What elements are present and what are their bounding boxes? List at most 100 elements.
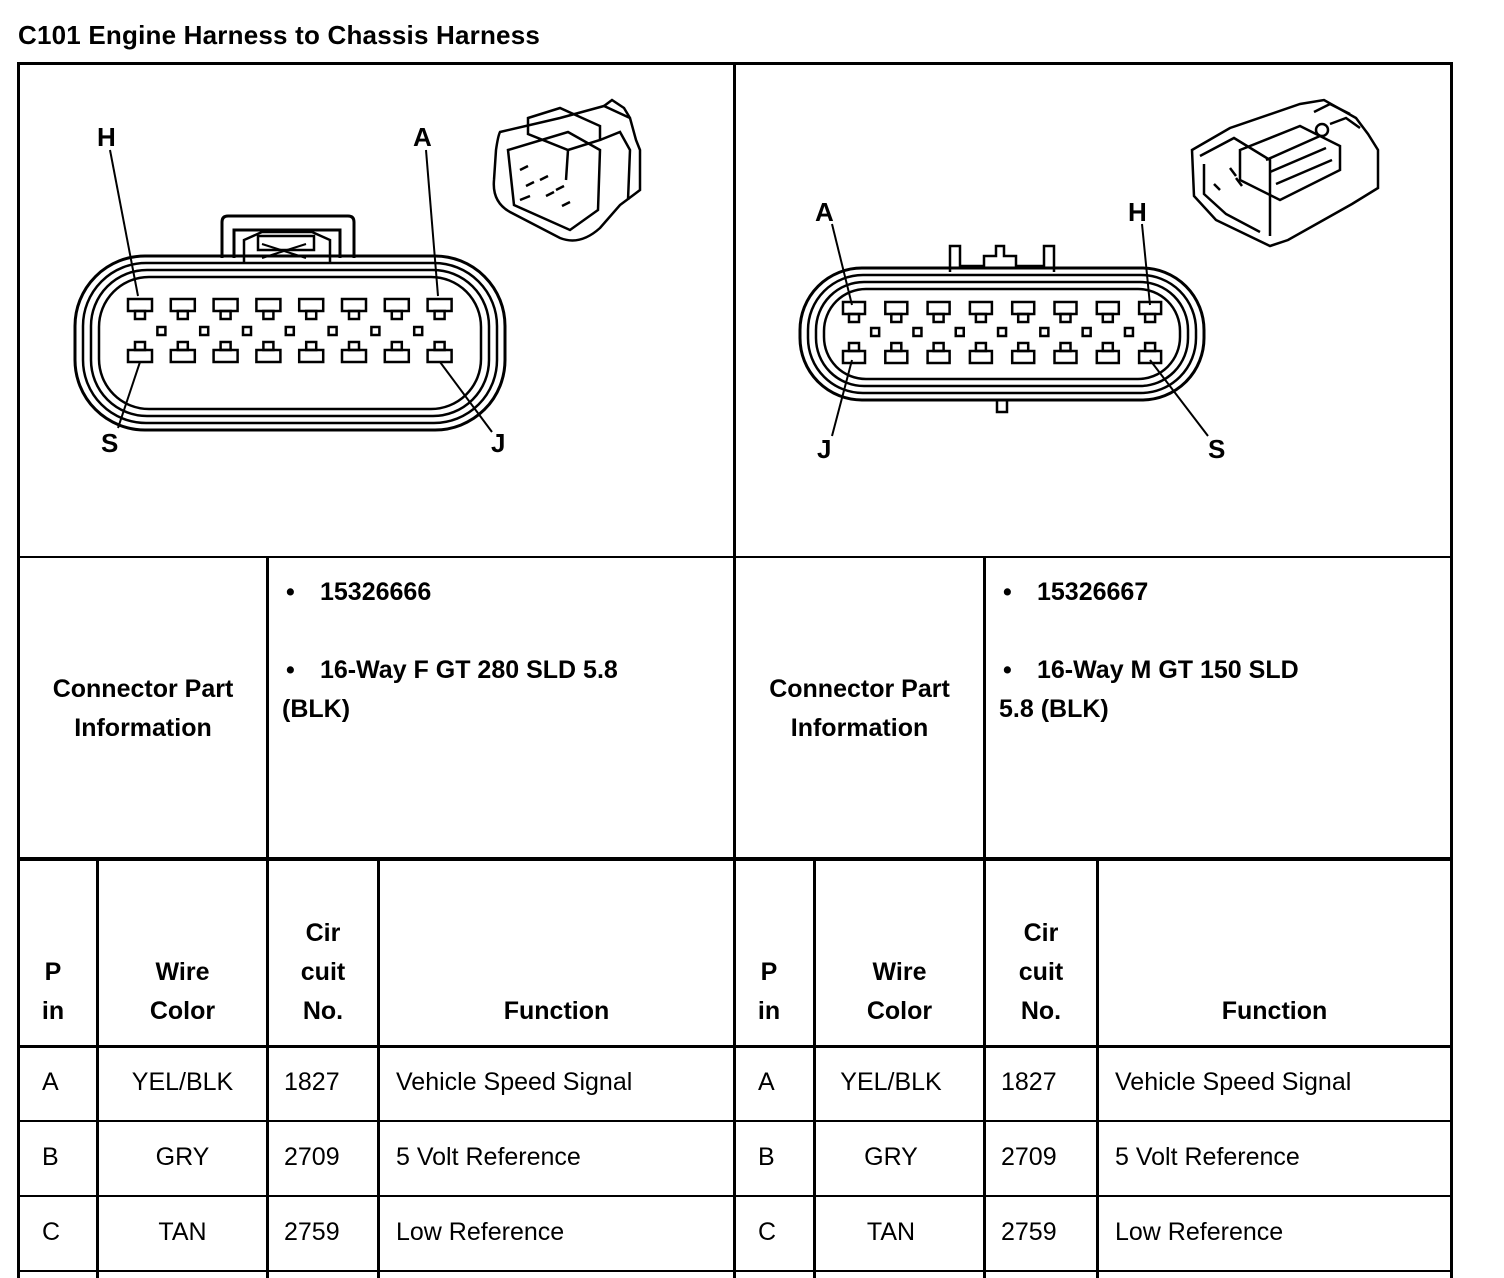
header-text: in: [757, 997, 781, 1025]
pin-cavity-stem: [974, 341, 988, 353]
pin-cavity-stem: [1143, 312, 1157, 324]
right-header-wire-color: Wire Color: [816, 953, 983, 1031]
pin-cavity-stem: [974, 312, 988, 324]
pin-cavity-stem: [262, 309, 275, 321]
pin-cavity-stem: [890, 312, 903, 324]
header-text: cuit: [300, 958, 346, 986]
right-connector-face: [798, 244, 1206, 414]
pin-cavity-stem: [304, 340, 318, 352]
pin-cavity: [1095, 300, 1121, 316]
pin-cavity-stem: [433, 309, 446, 321]
wire-color-cell: TAN: [158, 1218, 207, 1246]
pin-cavity: [426, 348, 453, 364]
right-part-details: •15326667 •16-Way M GT 150 SLD 5.8 (BLK): [999, 573, 1299, 729]
pin-cavity: [926, 349, 951, 365]
right-part-number: 15326667: [1037, 578, 1149, 606]
circuit-cell: 2709: [284, 1143, 340, 1171]
header-text: No.: [1020, 997, 1062, 1025]
left-pin-label-a: A: [413, 122, 432, 152]
pin-cavity: [340, 348, 368, 364]
pin-cavity: [1095, 349, 1121, 365]
wire-color-cell: GRY: [864, 1143, 918, 1171]
wire-color-cell: YEL/BLK: [840, 1068, 942, 1096]
pin-cavity-stem: [847, 312, 861, 324]
pin-cavity: [926, 300, 951, 316]
pin-cavity: [212, 348, 239, 364]
pin-cavity-stem: [176, 340, 190, 352]
header-text: cuit: [1018, 958, 1064, 986]
pin-cavity-stem: [133, 309, 147, 321]
right-connector-info-label: Connector Part Information: [736, 670, 983, 748]
pin-cavity-stem: [433, 340, 446, 352]
pin-cavity: [1053, 300, 1078, 316]
pin-cavity-stem: [133, 340, 147, 352]
wire-color-cell: GRY: [155, 1143, 210, 1171]
right-pin-label-s: S: [1208, 434, 1225, 464]
key-mark: [327, 325, 338, 337]
header-text: Function: [503, 997, 610, 1025]
circuit-cell: 2709: [1001, 1143, 1057, 1171]
pin-cavity-stem: [390, 309, 404, 321]
right-header-pin: P in: [736, 953, 802, 1031]
pin-cavity: [169, 297, 197, 313]
pin-cavity: [297, 348, 325, 364]
pin-cavity: [340, 297, 368, 313]
pin-cavity: [126, 297, 154, 313]
header-text: Cir: [1023, 919, 1059, 947]
pin-cavity-stem: [932, 312, 945, 324]
pin-cavity: [1053, 349, 1078, 365]
key-mark: [370, 325, 381, 337]
pin-cavity-stem: [219, 309, 232, 321]
left-leader-lines: [109, 149, 493, 433]
pin-cavity-stem: [262, 340, 275, 352]
pin-cavity: [255, 297, 282, 313]
pin-cavity-stem: [347, 340, 361, 352]
pin-cavity-stem: [390, 340, 404, 352]
pin-cavity-stem: [219, 340, 232, 352]
circuit-cell: 2759: [1001, 1218, 1057, 1246]
key-mark: [869, 326, 881, 338]
right-pin-label-a: A: [815, 197, 834, 227]
pin-cavity: [383, 348, 411, 364]
pin-cell: A: [42, 1068, 59, 1096]
right-info-line1: Connector Part: [769, 675, 950, 703]
key-mark: [912, 326, 923, 338]
key-mark: [198, 325, 210, 337]
header-text: Cir: [305, 919, 341, 947]
circuit-cell: 1827: [1001, 1068, 1057, 1096]
wire-color-cell: YEL/BLK: [131, 1068, 234, 1096]
pin-cavity: [1010, 349, 1036, 365]
pin-cavity: [212, 297, 239, 313]
key-mark: [996, 326, 1008, 338]
pin-cavity: [426, 297, 453, 313]
key-mark: [241, 325, 253, 337]
function-cell: Vehicle Speed Signal: [1115, 1068, 1352, 1096]
bullet-icon: •: [1003, 656, 1012, 684]
left-part-number: 15326666: [320, 578, 432, 606]
left-header-pin: P in: [20, 953, 86, 1031]
key-mark: [954, 326, 965, 338]
left-pin-label-h: H: [97, 122, 116, 152]
header-text: Color: [149, 997, 216, 1025]
pin-cavity: [884, 349, 909, 365]
right-description-line2: 5.8 (BLK): [999, 695, 1109, 723]
pin-cavity-stem: [890, 341, 903, 353]
key-mark: [1123, 326, 1135, 338]
right-header-function: Function: [1099, 992, 1450, 1031]
header-text: No.: [302, 997, 344, 1025]
pin-cavity: [841, 300, 867, 316]
header-text: Wire: [155, 958, 210, 986]
right-description-line1: 16-Way M GT 150 SLD: [1037, 656, 1299, 684]
pin-cavity-stem: [176, 309, 190, 321]
pin-cavity: [383, 297, 411, 313]
pin-cavity-stem: [304, 309, 318, 321]
left-pin-label-j: J: [491, 428, 505, 458]
right-connector-iso-sketch: [1190, 98, 1380, 248]
function-cell: Vehicle Speed Signal: [396, 1068, 633, 1096]
pin-cell: B: [758, 1143, 775, 1171]
left-connector-info-label: Connector Part Information: [20, 670, 266, 748]
circuit-cell: 1827: [284, 1068, 340, 1096]
page-title: C101 Engine Harness to Chassis Harness: [18, 20, 541, 50]
connector-drawings: H A S J A H J S: [73, 98, 1380, 464]
pin-cavity: [297, 297, 325, 313]
